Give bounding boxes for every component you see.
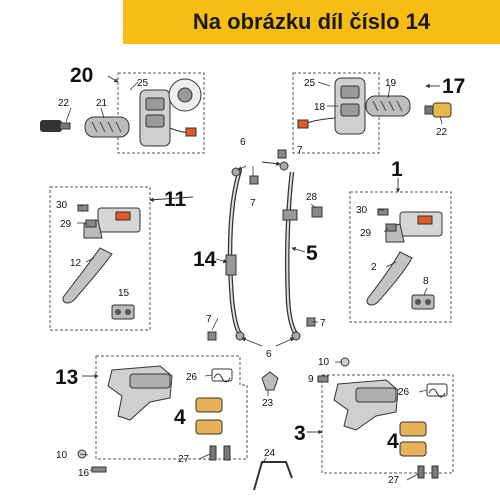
label-8: 8	[423, 276, 429, 287]
label-7-bottom-right: 7	[320, 318, 326, 329]
label-21: 21	[96, 98, 108, 109]
label-30-left: 30	[56, 200, 68, 211]
right-handlebar-switch-assembly	[297, 77, 366, 135]
left-pad-spring-part-26	[211, 368, 233, 383]
hose-clamp-part-28	[311, 206, 323, 218]
label-29-left: 29	[60, 219, 72, 230]
label-13: 13	[55, 366, 78, 389]
left-brake-switch-part-15	[111, 304, 135, 320]
right-bar-end-weight	[424, 102, 452, 118]
right-pad-spring-part-26	[426, 383, 448, 398]
label-14: 14	[193, 248, 217, 271]
label-10-center: 10	[318, 357, 330, 368]
label-23: 23	[262, 398, 274, 409]
label-29-right: 29	[360, 228, 372, 239]
brake-hose-part-14	[225, 169, 243, 336]
group-box-right-master-cylinder	[349, 191, 452, 323]
label-6-bottom: 6	[266, 349, 272, 360]
bracket-part-23	[261, 371, 279, 391]
brake-hose-part-5	[282, 171, 298, 336]
label-27-left: 27	[178, 454, 190, 465]
group-box-left-caliper	[95, 355, 248, 460]
banjo-bolts-part-6-7	[207, 149, 316, 341]
left-handlebar-switch-assembly	[139, 78, 202, 147]
label-11: 11	[164, 188, 187, 211]
label-2: 2	[371, 262, 377, 273]
label-7-bottom-left: 7	[206, 314, 212, 325]
right-brake-pads-part-4	[399, 421, 427, 457]
left-handlebar-grip	[84, 116, 130, 138]
left-brake-lever	[62, 247, 113, 304]
label-26-right: 26	[398, 387, 410, 398]
label-4-left: 4	[174, 406, 186, 429]
label-4-right: 4	[387, 430, 399, 453]
right-screws-30-29	[377, 208, 397, 232]
label-19: 19	[385, 78, 397, 89]
label-27-right: 27	[388, 475, 400, 486]
left-brake-caliper	[107, 365, 173, 421]
right-handlebar-grip	[365, 95, 411, 117]
group-box-right-caliper	[321, 374, 454, 474]
label-16: 16	[78, 468, 90, 479]
left-master-cylinder	[83, 207, 141, 239]
label-22-left: 22	[58, 98, 70, 109]
label-25-right: 25	[304, 78, 316, 89]
group-box-left-switch	[117, 72, 205, 154]
right-brake-caliper	[333, 379, 399, 431]
left-screws-30-29	[77, 204, 97, 228]
label-24: 24	[264, 448, 276, 459]
label-10-left: 10	[56, 450, 68, 461]
label-7-top-right: 7	[297, 145, 303, 156]
label-5: 5	[306, 242, 318, 265]
right-brake-lever	[366, 251, 413, 306]
group-box-left-master-cylinder	[49, 186, 151, 331]
label-18: 18	[314, 102, 326, 113]
label-7-top-center: 7	[250, 198, 256, 209]
label-26-left: 26	[186, 372, 198, 383]
label-28: 28	[306, 192, 318, 203]
left-bar-end-weight	[40, 120, 71, 132]
label-20: 20	[70, 64, 93, 87]
label-1: 1	[391, 158, 403, 181]
label-25-left: 25	[137, 78, 149, 89]
label-17: 17	[442, 75, 465, 98]
label-12: 12	[70, 258, 82, 269]
left-brake-pads-part-4	[195, 397, 223, 435]
right-pad-pins-part-27	[417, 465, 439, 479]
label-6-top: 6	[240, 137, 246, 148]
page-title: Na obrázku díl číslo 14	[192, 9, 431, 34]
right-brake-switch-part-8	[411, 294, 435, 310]
label-15: 15	[118, 288, 130, 299]
label-30-right: 30	[356, 205, 368, 216]
bracket-part-24	[253, 461, 293, 491]
label-22-right: 22	[436, 127, 448, 138]
title-banner: Na obrázku díl číslo 14	[123, 0, 500, 44]
left-pad-pins-part-27	[209, 445, 231, 461]
label-3: 3	[294, 422, 306, 445]
label-9: 9	[308, 374, 314, 385]
